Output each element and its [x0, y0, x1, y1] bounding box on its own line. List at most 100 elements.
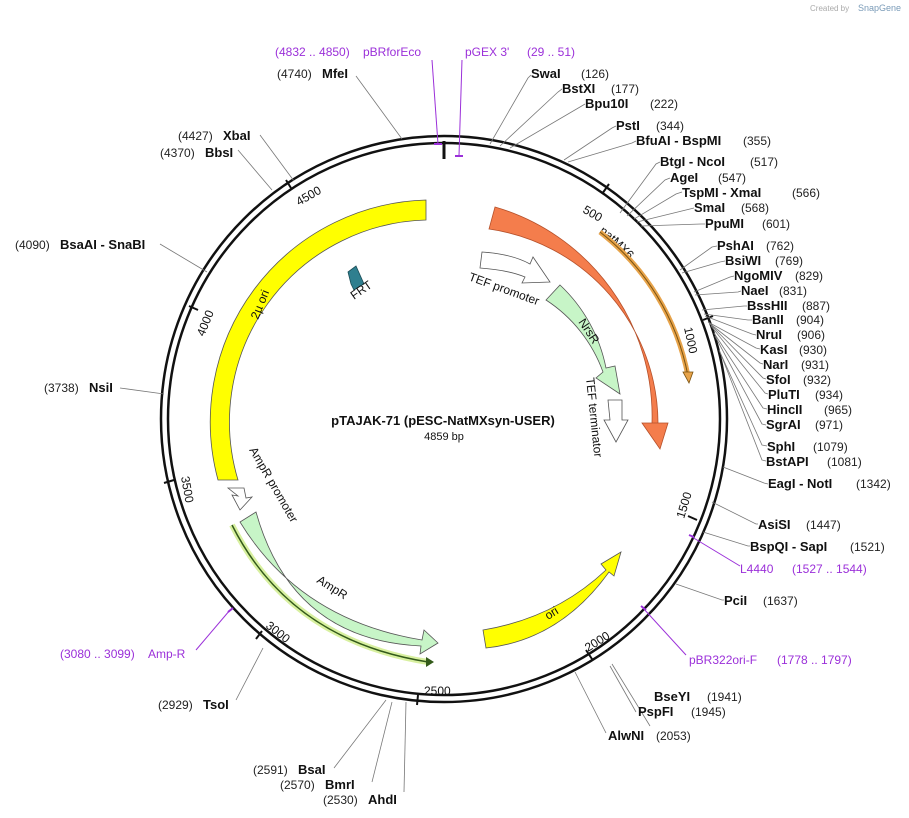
enzyme-name[interactable]: PshAI	[717, 238, 754, 253]
enzyme-name[interactable]: NarI	[763, 357, 788, 372]
enzyme-position: (517)	[750, 155, 778, 169]
enzyme-name[interactable]: BtgI - NcoI	[660, 154, 725, 169]
enzyme-position: (930)	[799, 343, 827, 357]
enzyme-name[interactable]: BanII	[752, 312, 784, 327]
enzyme-position: (1081)	[827, 455, 862, 469]
enzyme-position: (1342)	[856, 477, 891, 491]
enzyme-name[interactable]: PstI	[616, 118, 640, 133]
enzyme-position: (2570)	[280, 778, 315, 792]
enzyme-name[interactable]: BsaAI - SnaBI	[60, 237, 145, 252]
enzyme-name[interactable]: BsaI	[298, 762, 325, 777]
frt-arrow[interactable]	[347, 265, 365, 291]
enzyme-name[interactable]: TsoI	[203, 697, 229, 712]
enzyme-name[interactable]: AsiSI	[758, 517, 791, 532]
enzyme-labels-right: SwaI (126) BstXI (177) Bpu10I (222) PstI…	[531, 66, 891, 743]
enzyme-name[interactable]: AhdI	[368, 792, 397, 807]
enzyme-position: (126)	[581, 67, 609, 81]
enzyme-position: (1521)	[850, 540, 885, 554]
ori-label: ori	[542, 604, 561, 623]
primer-range: (4832 .. 4850)	[275, 45, 350, 59]
enzyme-position: (4740)	[277, 67, 312, 81]
primer-range: (3080 .. 3099)	[60, 647, 135, 661]
primer-name[interactable]: pGEX 3'	[465, 45, 509, 59]
enzyme-position: (1079)	[813, 440, 848, 454]
plasmid-name: pTAJAK-71 (pESC-NatMXsyn-USER)	[331, 413, 555, 428]
enzyme-name[interactable]: TspMI - XmaI	[682, 185, 761, 200]
enzyme-position: (568)	[741, 201, 769, 215]
enzyme-name[interactable]: EagI - NotI	[768, 476, 832, 491]
nrsr-arrow[interactable]	[545, 284, 621, 395]
enzyme-labels-left: (2530) AhdI (2570) BmrI (2591) BsaI (292…	[15, 66, 397, 807]
primer-marks	[227, 143, 695, 613]
tick-label: 4000	[194, 308, 217, 338]
enzyme-name[interactable]: AgeI	[670, 170, 698, 185]
enzyme-name[interactable]: BmrI	[325, 777, 355, 792]
primer-name[interactable]: L4440	[740, 562, 774, 576]
enzyme-name[interactable]: BseYI	[654, 689, 690, 704]
enzyme-name[interactable]: BfuAI - BspMI	[636, 133, 721, 148]
tick-label: 500	[581, 202, 606, 224]
enzyme-position: (222)	[650, 97, 678, 111]
enzyme-position: (4370)	[160, 146, 195, 160]
primer-name[interactable]: Amp-R	[148, 647, 186, 661]
enzyme-name[interactable]: BstXI	[562, 81, 595, 96]
enzyme-name[interactable]: BsiWI	[725, 253, 761, 268]
enzyme-position: (2591)	[253, 763, 288, 777]
enzyme-name[interactable]: HincII	[767, 402, 802, 417]
ori-arrow[interactable]	[482, 551, 622, 649]
primer-leaders	[195, 59, 741, 656]
tick-label: 1000	[681, 326, 700, 355]
enzyme-name[interactable]: SwaI	[531, 66, 561, 81]
enzyme-position: (4090)	[15, 238, 50, 252]
credit-prefix: Created by	[810, 4, 849, 13]
enzyme-position: (887)	[802, 299, 830, 313]
primer-name[interactable]: pBRforEco	[363, 45, 421, 59]
ampr-label: AmpR	[314, 573, 350, 603]
ampr-promoter-arrow[interactable]	[226, 487, 254, 511]
enzyme-name[interactable]: BbsI	[205, 145, 233, 160]
enzyme-name[interactable]: PciI	[724, 593, 747, 608]
enzyme-name[interactable]: PpuMI	[705, 216, 744, 231]
enzyme-position: (3738)	[44, 381, 79, 395]
tef-terminator-arrow[interactable]	[603, 399, 629, 443]
plasmid-length: 4859 bp	[424, 431, 464, 443]
enzyme-position: (932)	[803, 373, 831, 387]
backbone	[159, 134, 729, 704]
enzyme-name[interactable]: NgoMIV	[734, 268, 783, 283]
enzyme-name[interactable]: BspQI - SapI	[750, 539, 827, 554]
enzyme-name[interactable]: SmaI	[694, 200, 725, 215]
primer-name[interactable]: pBR322ori-F	[689, 653, 757, 667]
enzyme-name[interactable]: SfoI	[766, 372, 791, 387]
enzyme-name[interactable]: Bpu10I	[585, 96, 628, 111]
enzyme-name[interactable]: PspFI	[638, 704, 673, 719]
enzyme-position: (2929)	[158, 698, 193, 712]
enzyme-name[interactable]: AlwNI	[608, 728, 644, 743]
2mu-ori-arrow[interactable]	[209, 199, 427, 481]
enzyme-name[interactable]: NsiI	[89, 380, 113, 395]
enzyme-position: (566)	[792, 186, 820, 200]
enzyme-name[interactable]: BstAPI	[766, 454, 809, 469]
enzyme-name[interactable]: SgrAI	[766, 417, 801, 432]
enzyme-position: (971)	[815, 418, 843, 432]
enzyme-name[interactable]: NaeI	[741, 283, 768, 298]
enzyme-position: (1637)	[763, 594, 798, 608]
enzyme-name[interactable]: BssHII	[747, 298, 787, 313]
enzyme-name[interactable]: SphI	[767, 439, 795, 454]
enzyme-name[interactable]: KasI	[760, 342, 787, 357]
enzyme-name[interactable]: XbaI	[223, 128, 250, 143]
enzyme-name[interactable]: NruI	[756, 327, 782, 342]
credit-brand: SnapGene	[858, 3, 901, 13]
enzyme-position: (344)	[656, 119, 684, 133]
enzyme-position: (906)	[797, 328, 825, 342]
enzyme-name[interactable]: MfeI	[322, 66, 348, 81]
tef-promoter-arrow[interactable]	[479, 251, 551, 284]
ampr-arrow[interactable]	[239, 511, 439, 655]
enzyme-position: (177)	[611, 82, 639, 96]
natmx6-arrow[interactable]	[488, 206, 669, 450]
enzyme-name[interactable]: PluTI	[768, 387, 800, 402]
enzyme-position: (904)	[796, 313, 824, 327]
enzyme-leaders	[119, 74, 769, 793]
tick-label: 1500	[673, 490, 694, 520]
primer-labels: (4832 .. 4850) pBRforEco pGEX 3' (29 .. …	[60, 45, 867, 667]
